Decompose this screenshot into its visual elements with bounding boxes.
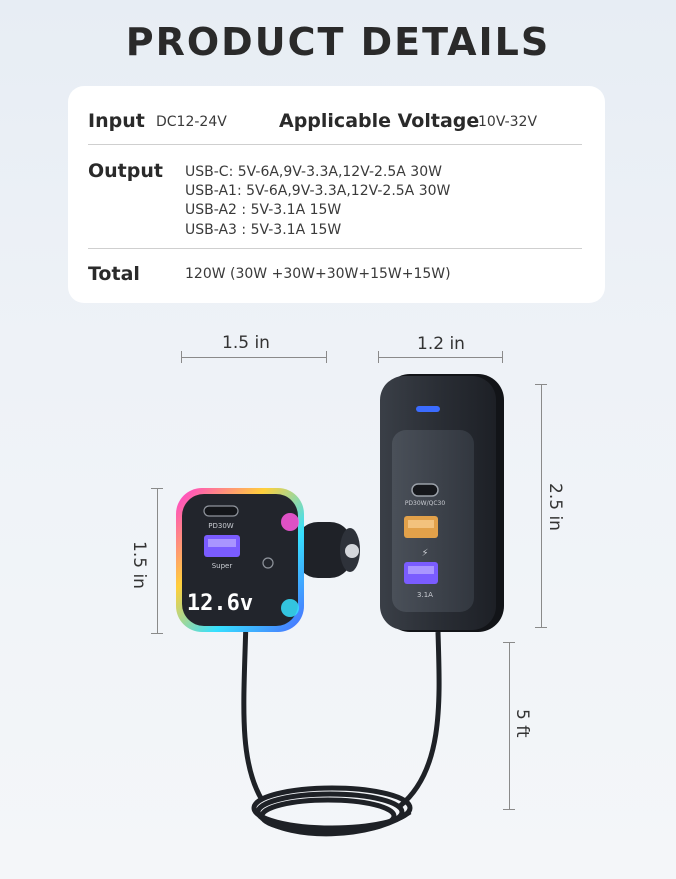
power-icon — [262, 557, 274, 569]
voltage-label: Applicable Voltage — [279, 110, 480, 132]
charger-height-line — [157, 488, 158, 634]
usb-c-port-icon — [411, 483, 439, 497]
cable-length-line — [509, 642, 510, 810]
dimension-tick — [503, 809, 515, 810]
output-line: USB-A2 : 5V-3.1A 15W — [185, 202, 342, 218]
output-line: USB-C: 5V-6A,9V-3.3A,12V-2.5A 30W — [185, 164, 442, 180]
divider — [88, 248, 582, 249]
output-label: Output — [88, 160, 163, 182]
hub-height-line — [541, 384, 542, 628]
total-label: Total — [88, 263, 140, 285]
cable-coil — [241, 619, 442, 837]
output-line: USB-A3 : 5V-3.1A 15W — [185, 222, 342, 238]
page-title: PRODUCT DETAILS — [125, 20, 551, 64]
total-value: 120W (30W +30W+30W+15W+15W) — [185, 266, 451, 282]
lightning-icon: ⚡ — [421, 548, 428, 559]
usb-c-port-icon — [203, 505, 239, 517]
input-value: DC12-24V — [156, 114, 227, 130]
dimension-tick — [326, 351, 327, 363]
usb-hub: PD30W/QC30 ⚡ 3.1A — [380, 374, 504, 632]
hub-width-label: 1.2 in — [417, 334, 465, 354]
divider — [88, 144, 582, 145]
output-line: USB-A1: 5V-6A,9V-3.3A,12V-2.5A 30W — [185, 183, 451, 199]
dimension-tick — [378, 351, 379, 363]
hub-width-line — [378, 357, 503, 358]
dimension-tick — [502, 351, 503, 363]
charger-width-line — [181, 357, 327, 358]
svg-text:12.6v: 12.6v — [187, 591, 253, 616]
charger-width-label: 1.5 in — [222, 333, 270, 353]
svg-text:PD30W: PD30W — [208, 522, 234, 530]
dimension-tick — [181, 351, 182, 363]
dimension-tick — [535, 384, 547, 385]
input-label: Input — [88, 110, 145, 132]
svg-text:PD30W/QC30: PD30W/QC30 — [405, 500, 446, 507]
voltage-value: 10V-32V — [478, 114, 538, 130]
dimension-tick — [151, 488, 163, 489]
svg-text:3.1A: 3.1A — [417, 591, 433, 599]
svg-text:Super: Super — [212, 562, 233, 570]
car-charger: PD30W Super 12.6v — [176, 488, 360, 632]
dimension-tick — [535, 627, 547, 628]
dimension-tick — [503, 642, 515, 643]
spec-card: Input DC12-24V Applicable Voltage 10V-32… — [68, 86, 605, 303]
dimension-tick — [151, 633, 163, 634]
